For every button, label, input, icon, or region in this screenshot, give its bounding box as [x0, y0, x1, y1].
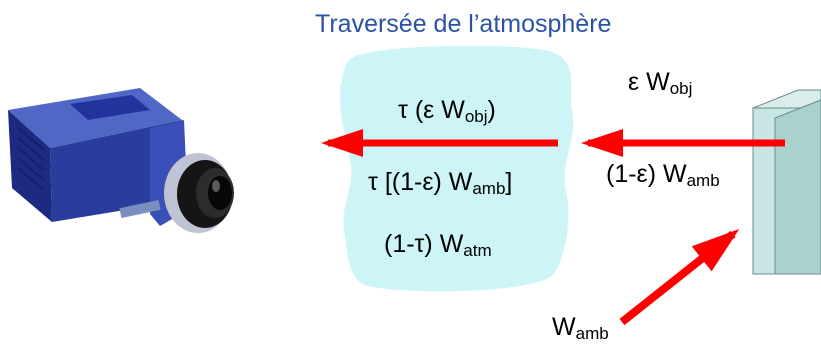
object-emission-label: ε Wobj — [628, 68, 692, 97]
transmitted-reflection-label: τ [(1-ε) Wamb] — [368, 168, 512, 197]
transmitted-emission-label: τ (ε Wobj) — [398, 96, 496, 125]
diagram-title: Traversée de l’atmosphère — [315, 10, 611, 39]
thermal-camera-icon — [8, 88, 234, 233]
object-reflection-label: (1-ε) Wamb — [606, 160, 720, 189]
object-block-icon — [753, 90, 821, 274]
atmosphere-emission-label: (1-τ) Watm — [384, 230, 492, 259]
ambient-source-label: Wamb — [552, 313, 609, 342]
ambient-radiation-arrow — [622, 234, 733, 322]
